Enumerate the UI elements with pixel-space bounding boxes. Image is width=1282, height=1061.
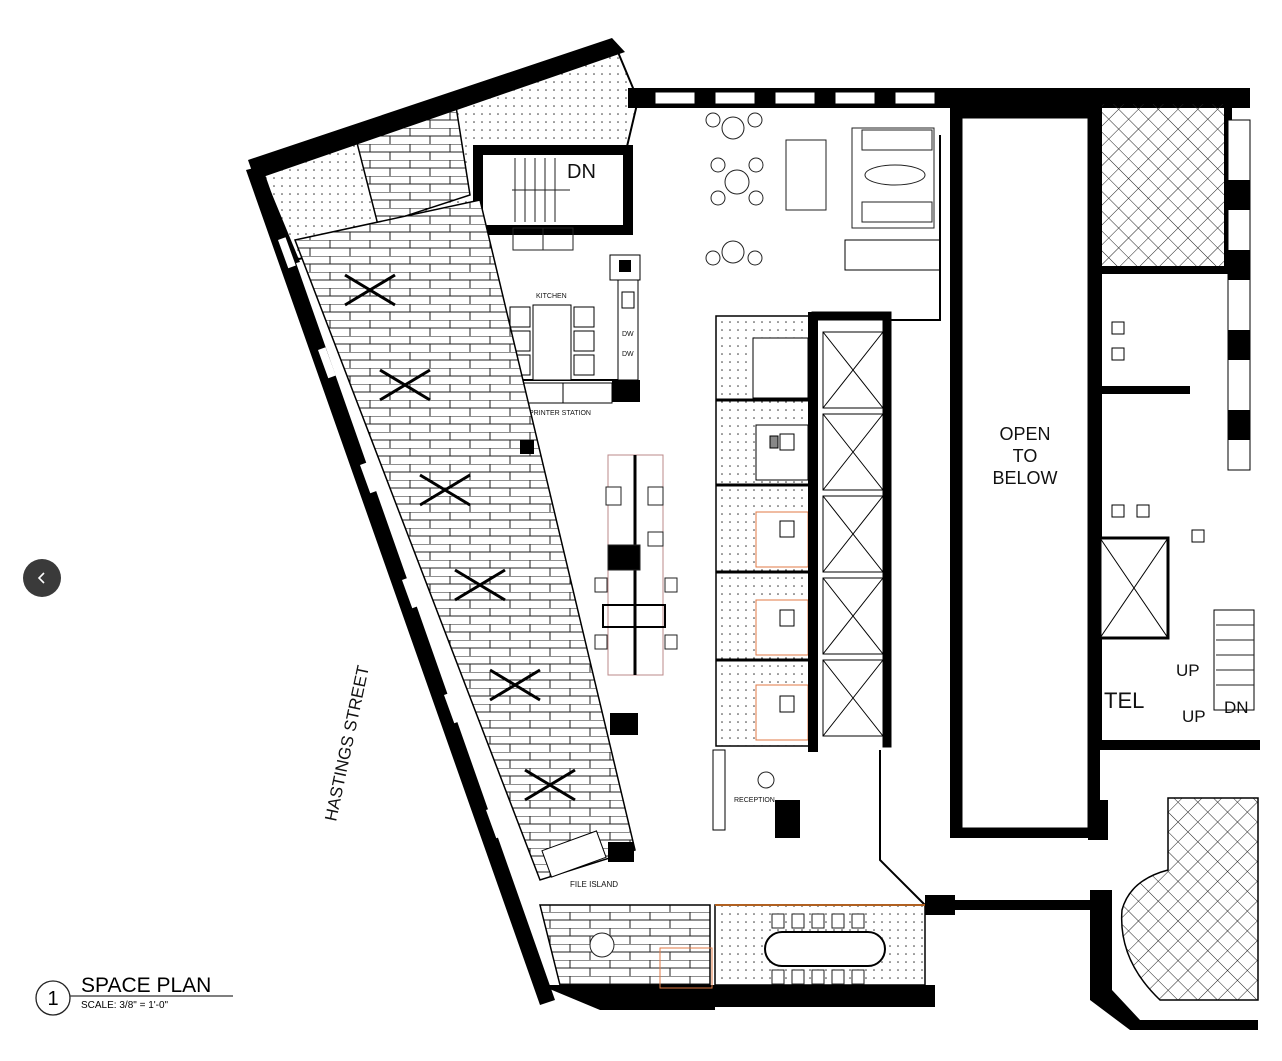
south-meeting-rooms: FILE ISLAND — [539, 880, 926, 989]
northwest-rooms — [248, 38, 640, 266]
dw1-label: DW — [622, 331, 634, 338]
open-label-2: TO — [1013, 446, 1038, 466]
corridor — [844, 135, 941, 906]
east-core: TEL UP UP DN — [1088, 96, 1260, 750]
printer-station-label: PRINTER STATION — [529, 410, 591, 417]
open-to-below: OPEN TO BELOW — [950, 108, 1100, 838]
reception-label: RECEPTION — [734, 797, 775, 804]
east-stair-up-1: UP — [1176, 661, 1200, 680]
south-walls — [540, 895, 1090, 1010]
drawing-scale: SCALE: 3/8" = 1'-0" — [81, 1000, 169, 1011]
previous-button[interactable] — [23, 559, 61, 597]
columns — [520, 440, 638, 862]
reception: RECEPTION — [712, 749, 800, 838]
east-stair-up-2: UP — [1182, 707, 1206, 726]
north-stair: DN — [473, 145, 633, 251]
private-offices — [715, 312, 818, 752]
east-stair-dn: DN — [1224, 698, 1249, 717]
tel-label: TEL — [1104, 688, 1144, 713]
title-block-graphic: 1 SPACE PLAN SCALE: 3/8" = 1'-0" — [35, 974, 233, 1016]
north-stair-label: DN — [567, 161, 596, 183]
open-label-1: OPEN — [999, 424, 1050, 444]
chevron-left-icon — [37, 572, 45, 584]
file-island-label: FILE ISLAND — [570, 880, 618, 889]
elevator-shafts — [811, 311, 892, 748]
central-workstations — [594, 454, 678, 676]
open-label-3: BELOW — [992, 468, 1057, 488]
street-label: HASTINGS STREET — [321, 664, 373, 823]
drawing-title-block: 1 SPACE PLAN SCALE: 3/8" = 1'-0" — [33, 972, 253, 1027]
lounge-area — [705, 112, 935, 266]
drawing-title: SPACE PLAN — [81, 974, 211, 997]
dw2-label: DW — [622, 351, 634, 358]
drawing-number: 1 — [47, 988, 58, 1010]
southeast-lobby — [1088, 797, 1259, 1030]
west-workstations — [246, 166, 636, 1005]
kitchen-label: KITCHEN — [536, 293, 567, 300]
